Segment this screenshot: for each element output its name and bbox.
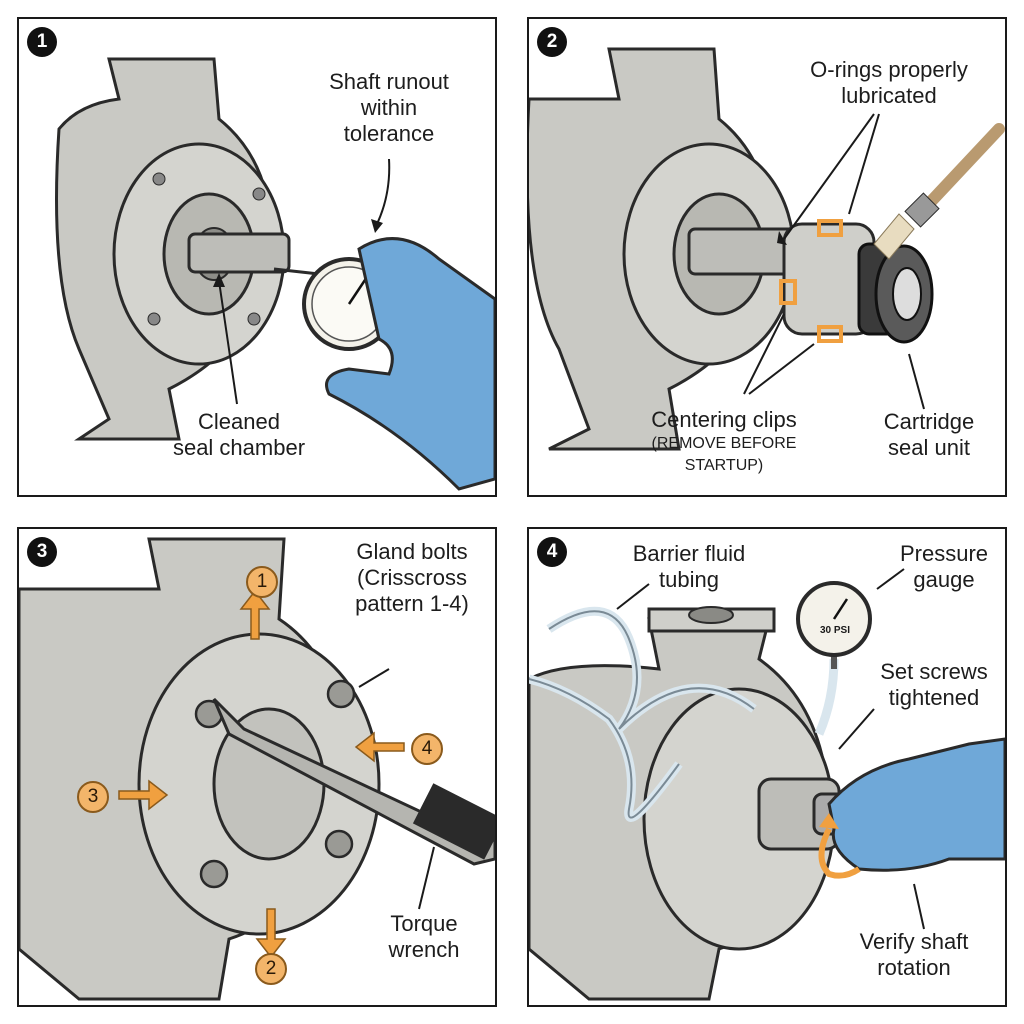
step-number: 3	[27, 537, 57, 567]
seal-chamber-label: Cleaned seal chamber	[172, 409, 306, 460]
cartridge-seal-illustration	[529, 47, 1005, 451]
pressure-gauge-label: Pressure gauge	[899, 541, 989, 592]
sequence-badge-4: 4	[411, 733, 443, 765]
step-number: 1	[27, 27, 57, 57]
barrier-fluid-startup-illustration	[529, 568, 1005, 1001]
sequence-badge-3: 3	[77, 781, 109, 813]
verify-rotation-label: Verify shaft rotation	[859, 929, 969, 980]
gland-bolt-torque-illustration	[19, 537, 495, 1001]
o-rings-label: O-rings properly lubricated	[810, 57, 968, 108]
barrier-fluid-label: Barrier fluid tubing	[632, 541, 746, 592]
step-1-panel: 1 Shaft runout within tolerance Cleaned …	[17, 17, 497, 497]
cartridge-seal-label: Cartridge seal unit	[883, 409, 975, 460]
sequence-badge-1: 1	[246, 566, 278, 598]
step-number: 4	[537, 537, 567, 567]
torque-wrench-label: Torque wrench	[388, 911, 460, 962]
step-4-panel: 4 30 PSI Barrier fluid tubing Pressure g…	[527, 527, 1007, 1007]
runout-label: Shaft runout within tolerance	[329, 69, 449, 146]
centering-clips-label: Centering clips (REMOVE BEFORE STARTUP)	[651, 407, 797, 474]
set-screws-label: Set screws tightened	[880, 659, 988, 710]
sequence-badge-2: 2	[255, 953, 287, 985]
pump-shaft-runout-illustration	[55, 57, 495, 491]
step-3-panel: 3 1 2 3 4 Gland bolts (Crisscross patter…	[17, 527, 497, 1007]
gland-bolts-label: Gland bolts (Crisscross pattern 1-4)	[355, 539, 469, 616]
gauge-reading: 30 PSI	[819, 625, 851, 636]
step-number: 2	[537, 27, 567, 57]
step-2-panel: 2 O-rings properly lubricated Centering …	[527, 17, 1007, 497]
